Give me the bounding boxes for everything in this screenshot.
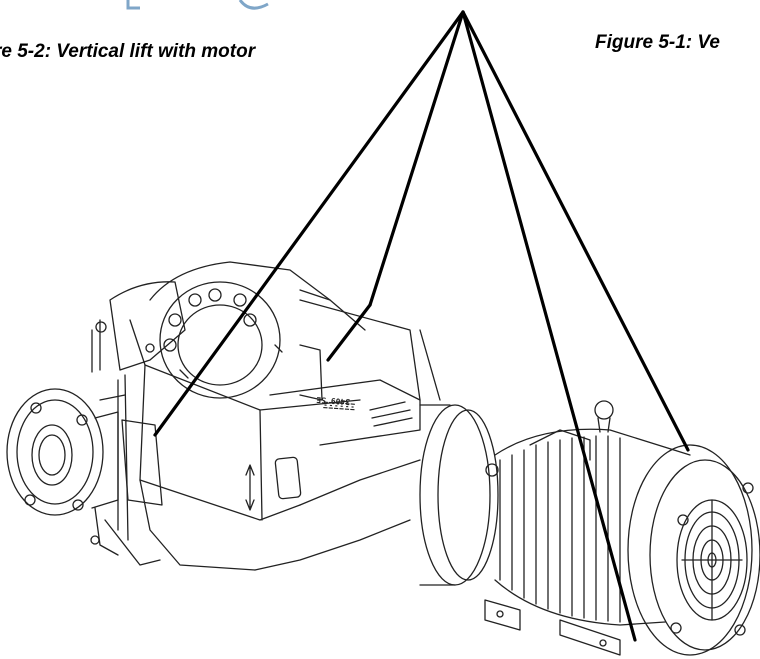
shaft-housing <box>269 379 421 446</box>
figure-5-1-caption: Figure 5-1: Ve <box>595 32 720 53</box>
logo-fragment <box>126 0 269 10</box>
motor-body <box>484 400 691 656</box>
motor-adapter <box>419 404 499 586</box>
pump-casing <box>90 281 186 566</box>
figure-5-2-caption: re 5-2: Vertical lift with motor <box>0 41 256 62</box>
housing-label-line2: 3409 SE <box>316 395 350 406</box>
housing-label-line1: ΞΞΞΞΞΞ <box>323 399 356 411</box>
bearing-frame <box>121 261 441 571</box>
suction-flange <box>6 388 126 516</box>
callout-leader-lines <box>153 10 690 642</box>
fan-cover <box>627 444 760 656</box>
